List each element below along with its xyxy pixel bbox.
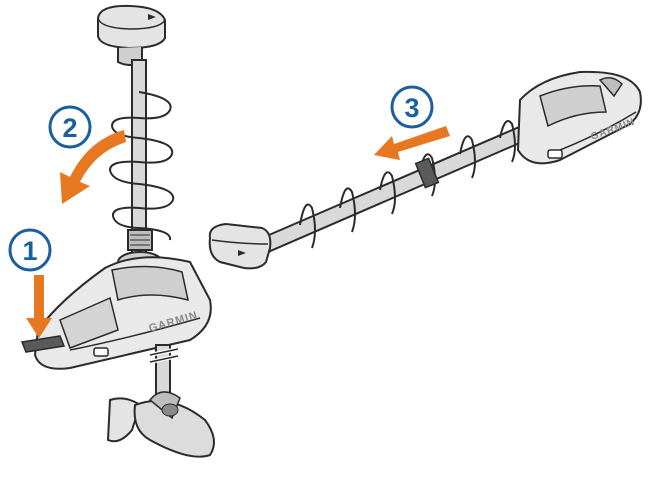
motor-head-icon	[210, 224, 271, 268]
step-2-number: 2	[62, 113, 77, 143]
step-1-callout: 1	[10, 230, 50, 270]
step-3-callout: 3	[392, 87, 432, 127]
trolling-motor-mount-icon: GARMIN	[22, 257, 211, 369]
propeller-icon	[108, 392, 214, 457]
step-2-callout: 2	[50, 107, 90, 147]
deployed-motor: GARMIN	[22, 6, 214, 457]
step-3-arrow	[374, 126, 450, 160]
motor-head-icon	[98, 6, 165, 65]
horizontal-shaft	[262, 118, 545, 252]
step-3-number: 3	[404, 93, 419, 123]
trolling-motor-mount-icon: GARMIN	[518, 72, 641, 163]
step-1-number: 1	[22, 236, 37, 266]
